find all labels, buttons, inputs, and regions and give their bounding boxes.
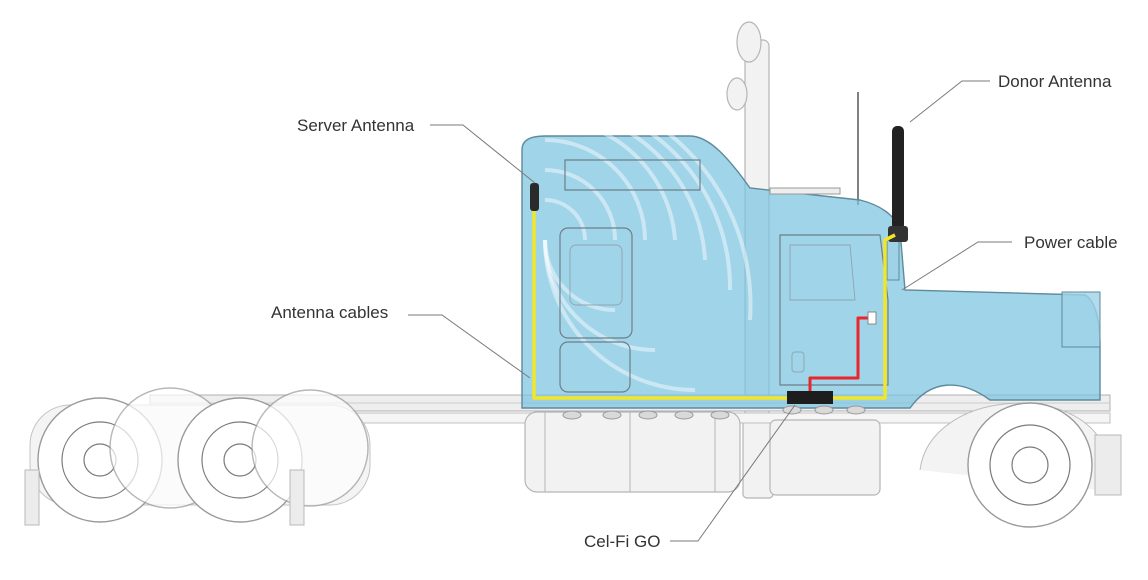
- cel-fi-go-device: [787, 391, 833, 404]
- server-antenna: [530, 183, 539, 211]
- front-wheel: [919, 402, 1122, 528]
- donor-antenna: [888, 126, 908, 242]
- marker-lights: [562, 405, 866, 420]
- leader-lines: [408, 80, 1012, 542]
- power-socket: [867, 311, 877, 325]
- power-cable: [808, 316, 872, 393]
- label-cel-fi-go: Cel-Fi GO: [584, 532, 661, 551]
- rear-wheels: [24, 387, 371, 526]
- label-server-antenna: Server Antenna: [297, 116, 415, 135]
- cab-body: [521, 113, 1101, 420]
- fuel-tanks: [524, 411, 881, 496]
- antenna-cable: [532, 211, 896, 400]
- label-power-cable: Power cable: [1024, 233, 1118, 252]
- label-antenna-cables: Antenna cables: [271, 303, 388, 322]
- label-donor-antenna: Donor Antenna: [998, 72, 1112, 91]
